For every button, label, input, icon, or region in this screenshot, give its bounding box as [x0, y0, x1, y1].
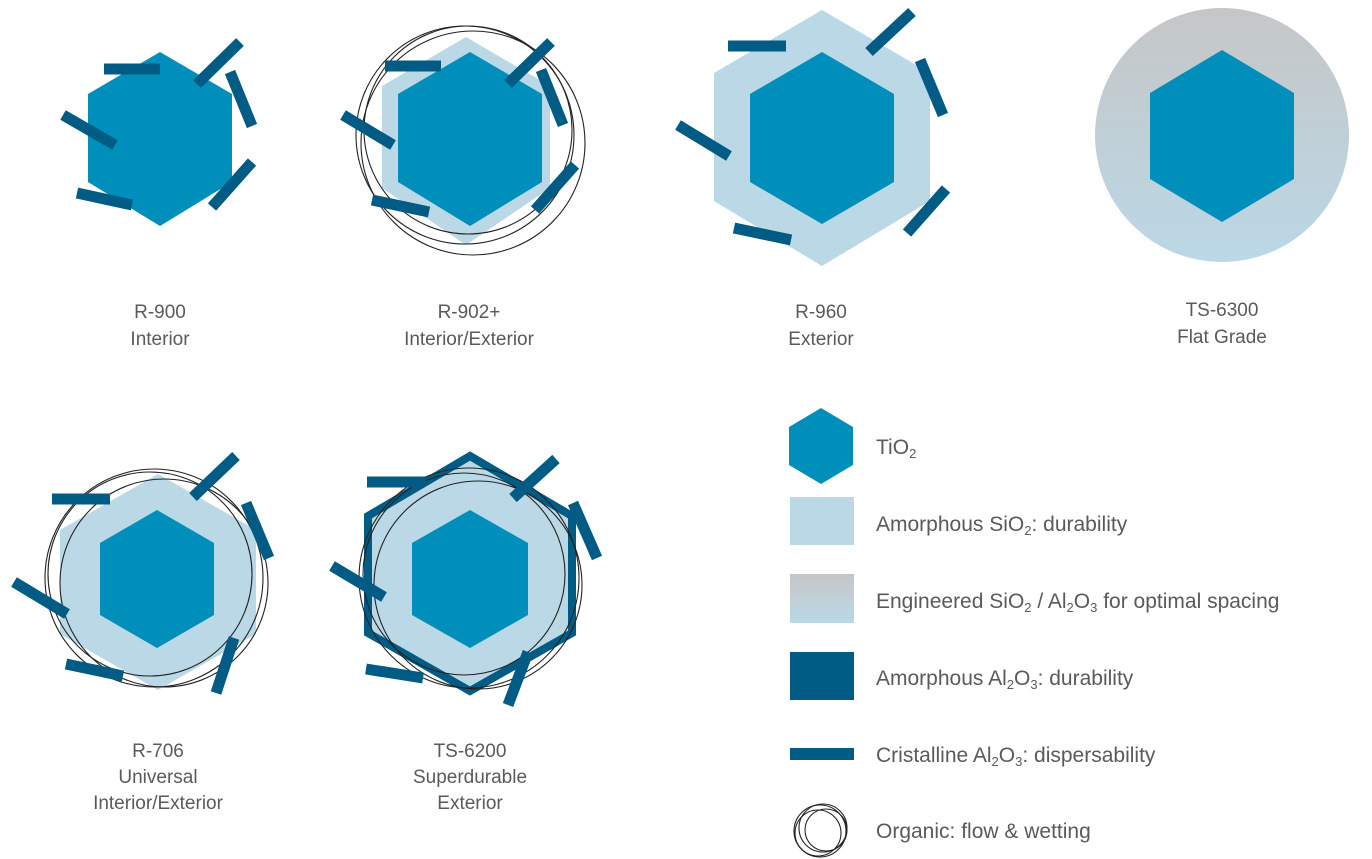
- al2o3-rod: [193, 38, 244, 88]
- organic-ring: [793, 804, 847, 858]
- organic-ring: [804, 808, 848, 852]
- sio2-square-icon: [790, 497, 854, 545]
- al2o3-rod: [64, 658, 125, 682]
- grade-description: Exterior: [788, 329, 854, 350]
- al2o3-rod: [340, 110, 396, 150]
- al2o3-rods: [329, 454, 603, 707]
- organic-ring: [362, 472, 566, 676]
- al2o3-rod: [509, 454, 560, 503]
- legend: TiO2 Amorphous SiO2: durability Engineer…: [789, 408, 1279, 858]
- al2o3-rods: [340, 38, 580, 218]
- al2o3-rod: [210, 636, 240, 695]
- grade-r706: R-706 Universal Interior/Exterior: [11, 452, 275, 814]
- al2o3-rod: [902, 185, 951, 237]
- legend-item-cristalline-al2o3: Cristalline Al2O3: dispersability: [790, 744, 1156, 769]
- al2o3-rods: [60, 38, 258, 211]
- al2o3-rod: [240, 500, 275, 561]
- grade-r960: R-960 Exterior: [675, 7, 951, 350]
- al2o3-rod: [865, 7, 916, 57]
- al2o3-rod: [504, 38, 555, 88]
- al2o3-rod: [365, 663, 424, 684]
- tio2-core: [750, 52, 894, 224]
- organic-ring: [59, 478, 269, 688]
- grade-description: Interior/Exterior: [404, 329, 535, 350]
- al2o3-square-icon: [790, 652, 854, 700]
- legend-item-engineered-spacing: Engineered SiO2 / Al2O3 for optimal spac…: [790, 574, 1279, 623]
- grade-ts6300: TS-6300 Flat Grade: [1095, 8, 1349, 348]
- al2o3-rods: [675, 7, 951, 246]
- al2o3-rod: [732, 222, 793, 246]
- legend-label: Amorphous SiO2: durability: [876, 513, 1128, 538]
- al2o3-rod: [189, 452, 240, 501]
- al2o3-rod: [60, 110, 118, 150]
- al2o3-rod: [224, 69, 258, 129]
- legend-item-organic: Organic: flow & wetting: [793, 803, 1091, 858]
- legend-item-amorphous-sio2: Amorphous SiO2: durability: [790, 497, 1128, 545]
- al2o3-shell: [364, 451, 576, 696]
- organic-circles-icon: [793, 803, 848, 858]
- grade-code: R-960: [795, 302, 847, 323]
- grade-code: R-900: [134, 302, 186, 323]
- legend-label: Cristalline Al2O3: dispersability: [876, 744, 1156, 769]
- al2o3-rod: [914, 57, 949, 118]
- grade-code: TS-6300: [1186, 300, 1259, 321]
- grade-code: R-706: [132, 741, 184, 762]
- grade-description-line2: Exterior: [437, 793, 503, 814]
- al2o3-rod: [11, 577, 70, 619]
- al2o3-rod: [675, 120, 732, 161]
- tio2-hexagon-icon: [789, 408, 853, 484]
- organic-ring: [798, 803, 848, 853]
- tio2-core: [412, 510, 528, 648]
- grade-code: TS-6200: [434, 741, 507, 762]
- legend-item-amorphous-al2o3: Amorphous Al2O3: durability: [790, 652, 1134, 700]
- al2o3-rod: [567, 500, 603, 561]
- al2o3-rod: [530, 161, 580, 214]
- legend-label: Engineered SiO2 / Al2O3 for optimal spac…: [876, 590, 1279, 615]
- tio2-core: [100, 510, 214, 648]
- tio2-core: [88, 52, 232, 226]
- grade-r900: R-900 Interior: [60, 38, 258, 350]
- al2o3-rod: [502, 650, 534, 707]
- grade-description: Flat Grade: [1177, 327, 1267, 348]
- organic-ring: [360, 30, 586, 256]
- grade-r902plus: R-902+ Interior/Exterior: [340, 25, 586, 350]
- grade-ts6200: TS-6200 Superdurable Exterior: [329, 451, 603, 814]
- grade-description-line2: Interior/Exterior: [93, 793, 224, 814]
- organic-ring: [47, 471, 253, 677]
- gradient-square-icon: [790, 574, 854, 623]
- tio2-core: [1150, 50, 1294, 222]
- al2o3-rods: [11, 452, 275, 695]
- grade-description-line1: Superdurable: [413, 767, 527, 788]
- organic-layer: [44, 468, 269, 688]
- al2o3-rod: [370, 194, 431, 218]
- al2o3-rod: [75, 187, 134, 211]
- grade-description-line1: Universal: [118, 767, 197, 788]
- al2o3-rod: [207, 158, 257, 211]
- rod-icon: [790, 748, 854, 760]
- al2o3-rod: [329, 561, 387, 602]
- al2o3-rod: [535, 67, 569, 128]
- legend-item-tio2: TiO2: [789, 408, 916, 484]
- legend-label: TiO2: [876, 436, 916, 461]
- tio2-core: [398, 52, 542, 226]
- grade-description: Interior: [130, 329, 190, 350]
- grade-code: R-902+: [438, 302, 501, 323]
- legend-label: Amorphous Al2O3: durability: [876, 667, 1134, 692]
- legend-label: Organic: flow & wetting: [876, 820, 1091, 843]
